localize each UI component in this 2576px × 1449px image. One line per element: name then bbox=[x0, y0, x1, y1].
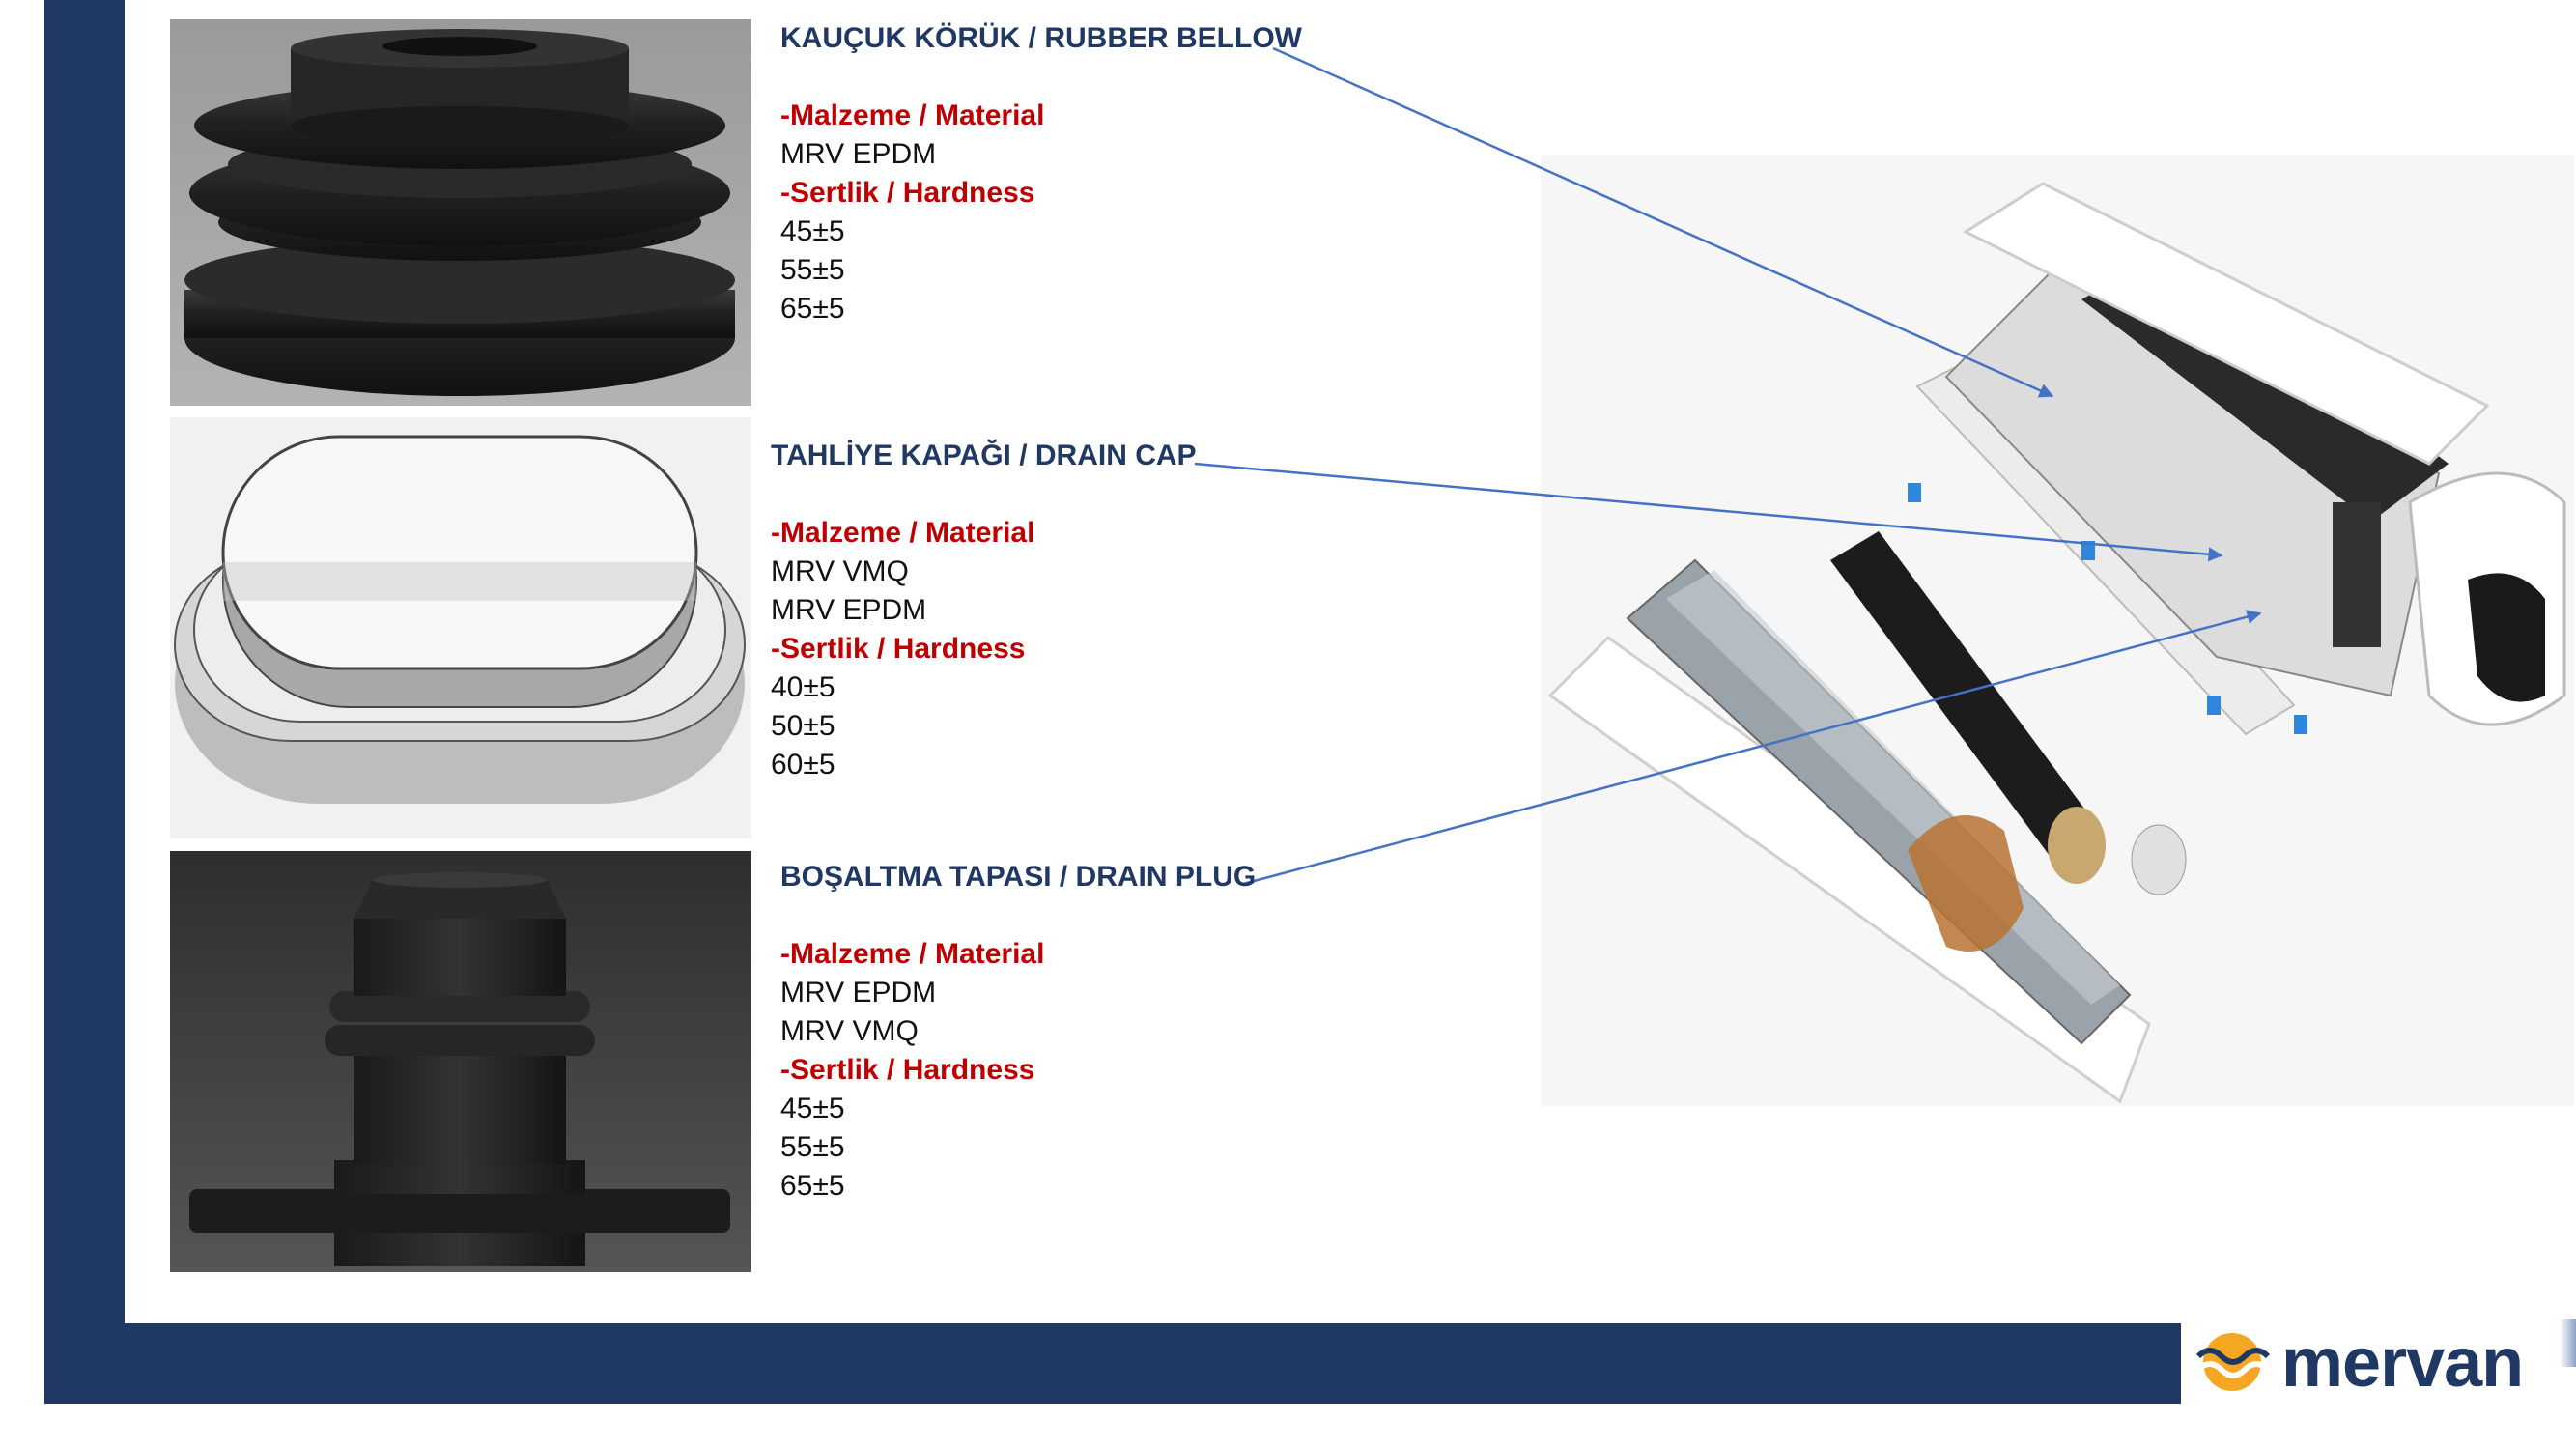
material-value: MRV VMQ bbox=[771, 555, 909, 587]
mervan-wave-logo-icon bbox=[2189, 1331, 2276, 1393]
hardness-label: -Sertlik / Hardness bbox=[780, 1054, 1035, 1086]
hardness-label: -Sertlik / Hardness bbox=[771, 633, 1026, 665]
rubber-bellow-photo bbox=[170, 19, 751, 406]
material-label: -Malzeme / Material bbox=[780, 99, 1045, 131]
material-label: -Malzeme / Material bbox=[780, 938, 1045, 970]
material-value: MRV EPDM bbox=[771, 594, 927, 626]
spec-title: TAHLİYE KAPAĞI / DRAIN CAP bbox=[771, 440, 1197, 471]
material-value: MRV EPDM bbox=[780, 138, 937, 170]
hardness-value: 50±5 bbox=[771, 710, 835, 742]
hardness-value: 55±5 bbox=[780, 254, 845, 286]
air-conditioner-exploded-view-image bbox=[1541, 155, 2574, 1106]
logo-edge-decoration bbox=[2560, 1319, 2576, 1367]
bottom-frame-bar bbox=[44, 1323, 2181, 1404]
drain-plug-photo bbox=[170, 851, 751, 1272]
hardness-value: 65±5 bbox=[780, 293, 845, 325]
hardness-value: 65±5 bbox=[780, 1170, 845, 1202]
drain-cap-photo bbox=[170, 417, 751, 838]
spec-drain-plug: BOŞALTMA TAPASI / DRAIN PLUG -Malzeme / … bbox=[780, 858, 1256, 1206]
logo-text: mervan bbox=[2281, 1324, 2524, 1402]
hardness-value: 45±5 bbox=[780, 1093, 845, 1124]
spec-drain-cap: TAHLİYE KAPAĞI / DRAIN CAP -Malzeme / Ma… bbox=[771, 437, 1197, 784]
hardness-value: 60±5 bbox=[771, 749, 835, 781]
spec-title: KAUÇUK KÖRÜK / RUBBER BELLOW bbox=[780, 22, 1302, 54]
hardness-label: -Sertlik / Hardness bbox=[780, 177, 1035, 209]
spec-rubber-bellow: KAUÇUK KÖRÜK / RUBBER BELLOW -Malzeme / … bbox=[780, 19, 1302, 328]
material-value: MRV EPDM bbox=[780, 977, 937, 1009]
spec-title: BOŞALTMA TAPASI / DRAIN PLUG bbox=[780, 861, 1257, 893]
hardness-value: 40±5 bbox=[771, 671, 835, 703]
left-frame-bar bbox=[44, 0, 125, 1404]
material-label: -Malzeme / Material bbox=[771, 517, 1035, 549]
material-value: MRV VMQ bbox=[780, 1015, 919, 1047]
hardness-value: 55±5 bbox=[780, 1131, 845, 1163]
hardness-value: 45±5 bbox=[780, 215, 845, 247]
